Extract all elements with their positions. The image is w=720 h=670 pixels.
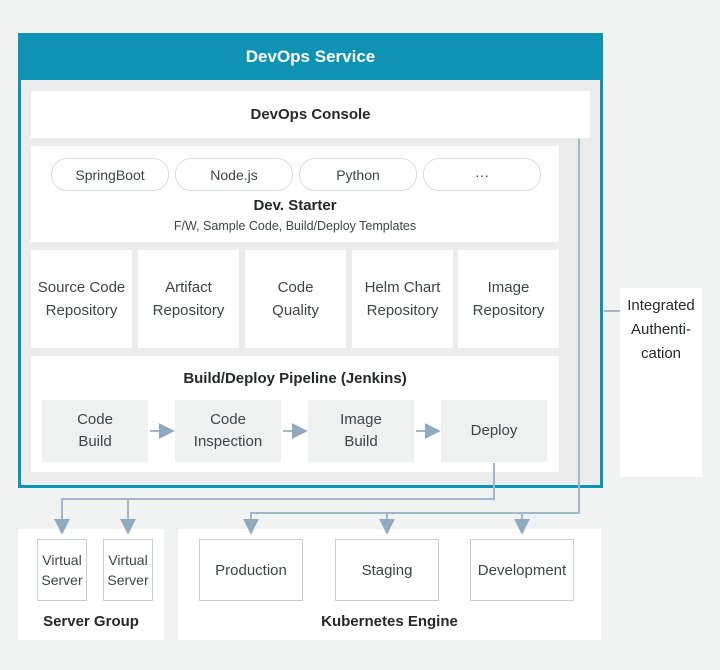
kubernetes-engine-card: Production Staging Development Kubernete… [178,529,601,640]
pipeline-section: Build/Deploy Pipeline (Jenkins) Code Bui… [31,356,559,472]
pipeline-title: Build/Deploy Pipeline (Jenkins) [183,369,407,387]
repo-box-code-quality: Code Quality [245,250,346,348]
framework-pill-python: Python [299,158,417,191]
integrated-authentication-box: Integrated Authenti- cation [620,288,702,477]
repo-box-helm-chart: Helm Chart Repository [352,250,453,348]
devops-service-title: DevOps Service [18,33,603,80]
repo-box-image: Image Repository [458,250,559,348]
pipeline-step-code-inspection: Code Inspection [175,400,281,462]
repo-box-artifact: Artifact Repository [138,250,239,348]
virtual-server-box-1: Virtual Server [37,539,87,601]
dev-starter-section: SpringBoot Node.js Python ··· Dev. Start… [31,146,559,242]
pipeline-step-code-build: Code Build [42,400,148,462]
kubernetes-engine-label: Kubernetes Engine [321,612,458,630]
framework-pill-nodejs: Node.js [175,158,293,191]
server-group-card: Virtual Server Virtual Server Server Gro… [18,529,164,640]
dev-starter-title: Dev. Starter [253,196,337,214]
virtual-server-box-2: Virtual Server [103,539,153,601]
server-group-label: Server Group [43,612,139,630]
env-box-production: Production [199,539,303,601]
framework-pill-more: ··· [423,158,541,191]
devops-console-bar: DevOps Console [31,91,590,138]
env-box-staging: Staging [335,539,439,601]
pipeline-step-deploy: Deploy [441,400,547,462]
dev-starter-subtitle: F/W, Sample Code, Build/Deploy Templates [173,219,417,233]
env-box-development: Development [470,539,574,601]
repo-box-source-code: Source Code Repository [31,250,132,348]
pipeline-step-image-build: Image Build [308,400,414,462]
framework-pill-springboot: SpringBoot [51,158,169,191]
